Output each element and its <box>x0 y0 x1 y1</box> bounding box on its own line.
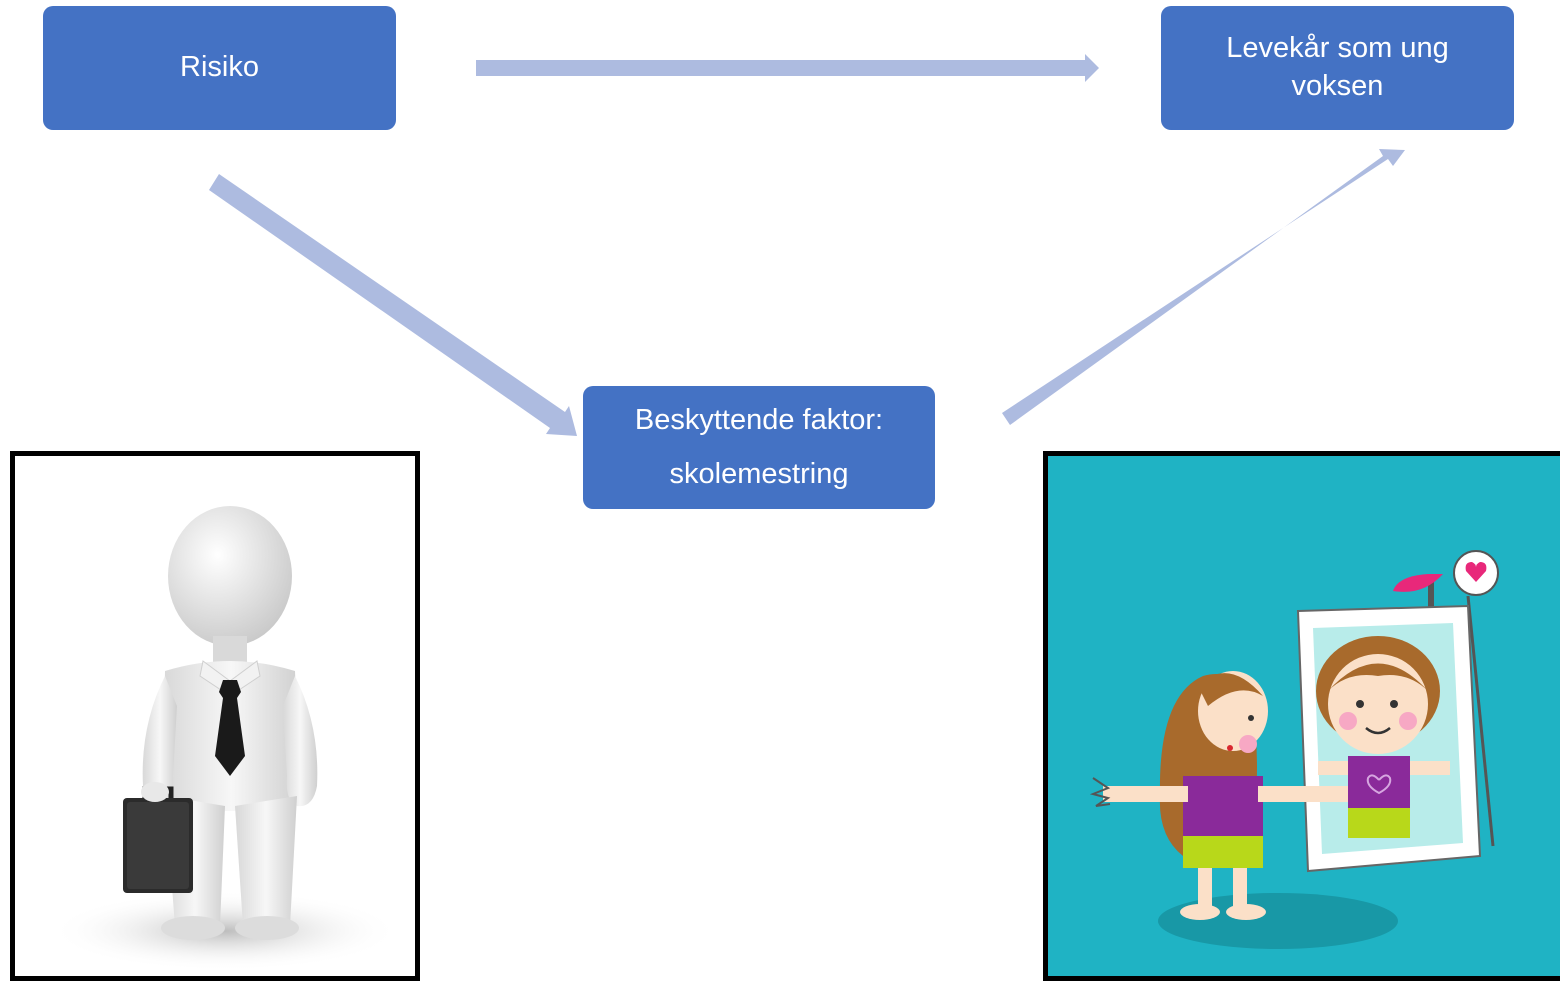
node-beskyttende-line2: skolemestring <box>669 457 849 490</box>
node-levekar: Levekår som ung voksen <box>1161 6 1514 130</box>
girl-hugging-mirror-icon <box>1089 550 1499 949</box>
node-beskyttende-line1: Beskyttende faktor: <box>634 403 884 436</box>
arrow-protective-to-outcome <box>1002 149 1405 425</box>
node-beskyttende-faktor: Beskyttende faktor: skolemestring <box>583 386 935 509</box>
arrow-risk-to-outcome <box>476 54 1099 82</box>
node-levekar-label: Levekår som ung voksen <box>1226 32 1449 102</box>
node-risiko: Risiko <box>43 6 396 130</box>
arrow-risk-to-protective <box>209 174 577 436</box>
businessman-picture-frame <box>10 451 420 981</box>
girl-mirror-picture-frame <box>1043 451 1560 981</box>
node-beskyttende-text: Beskyttende faktor: skolemestring <box>635 394 883 501</box>
node-risiko-label: Risiko <box>180 51 259 84</box>
businessman-figure-icon <box>50 506 400 971</box>
